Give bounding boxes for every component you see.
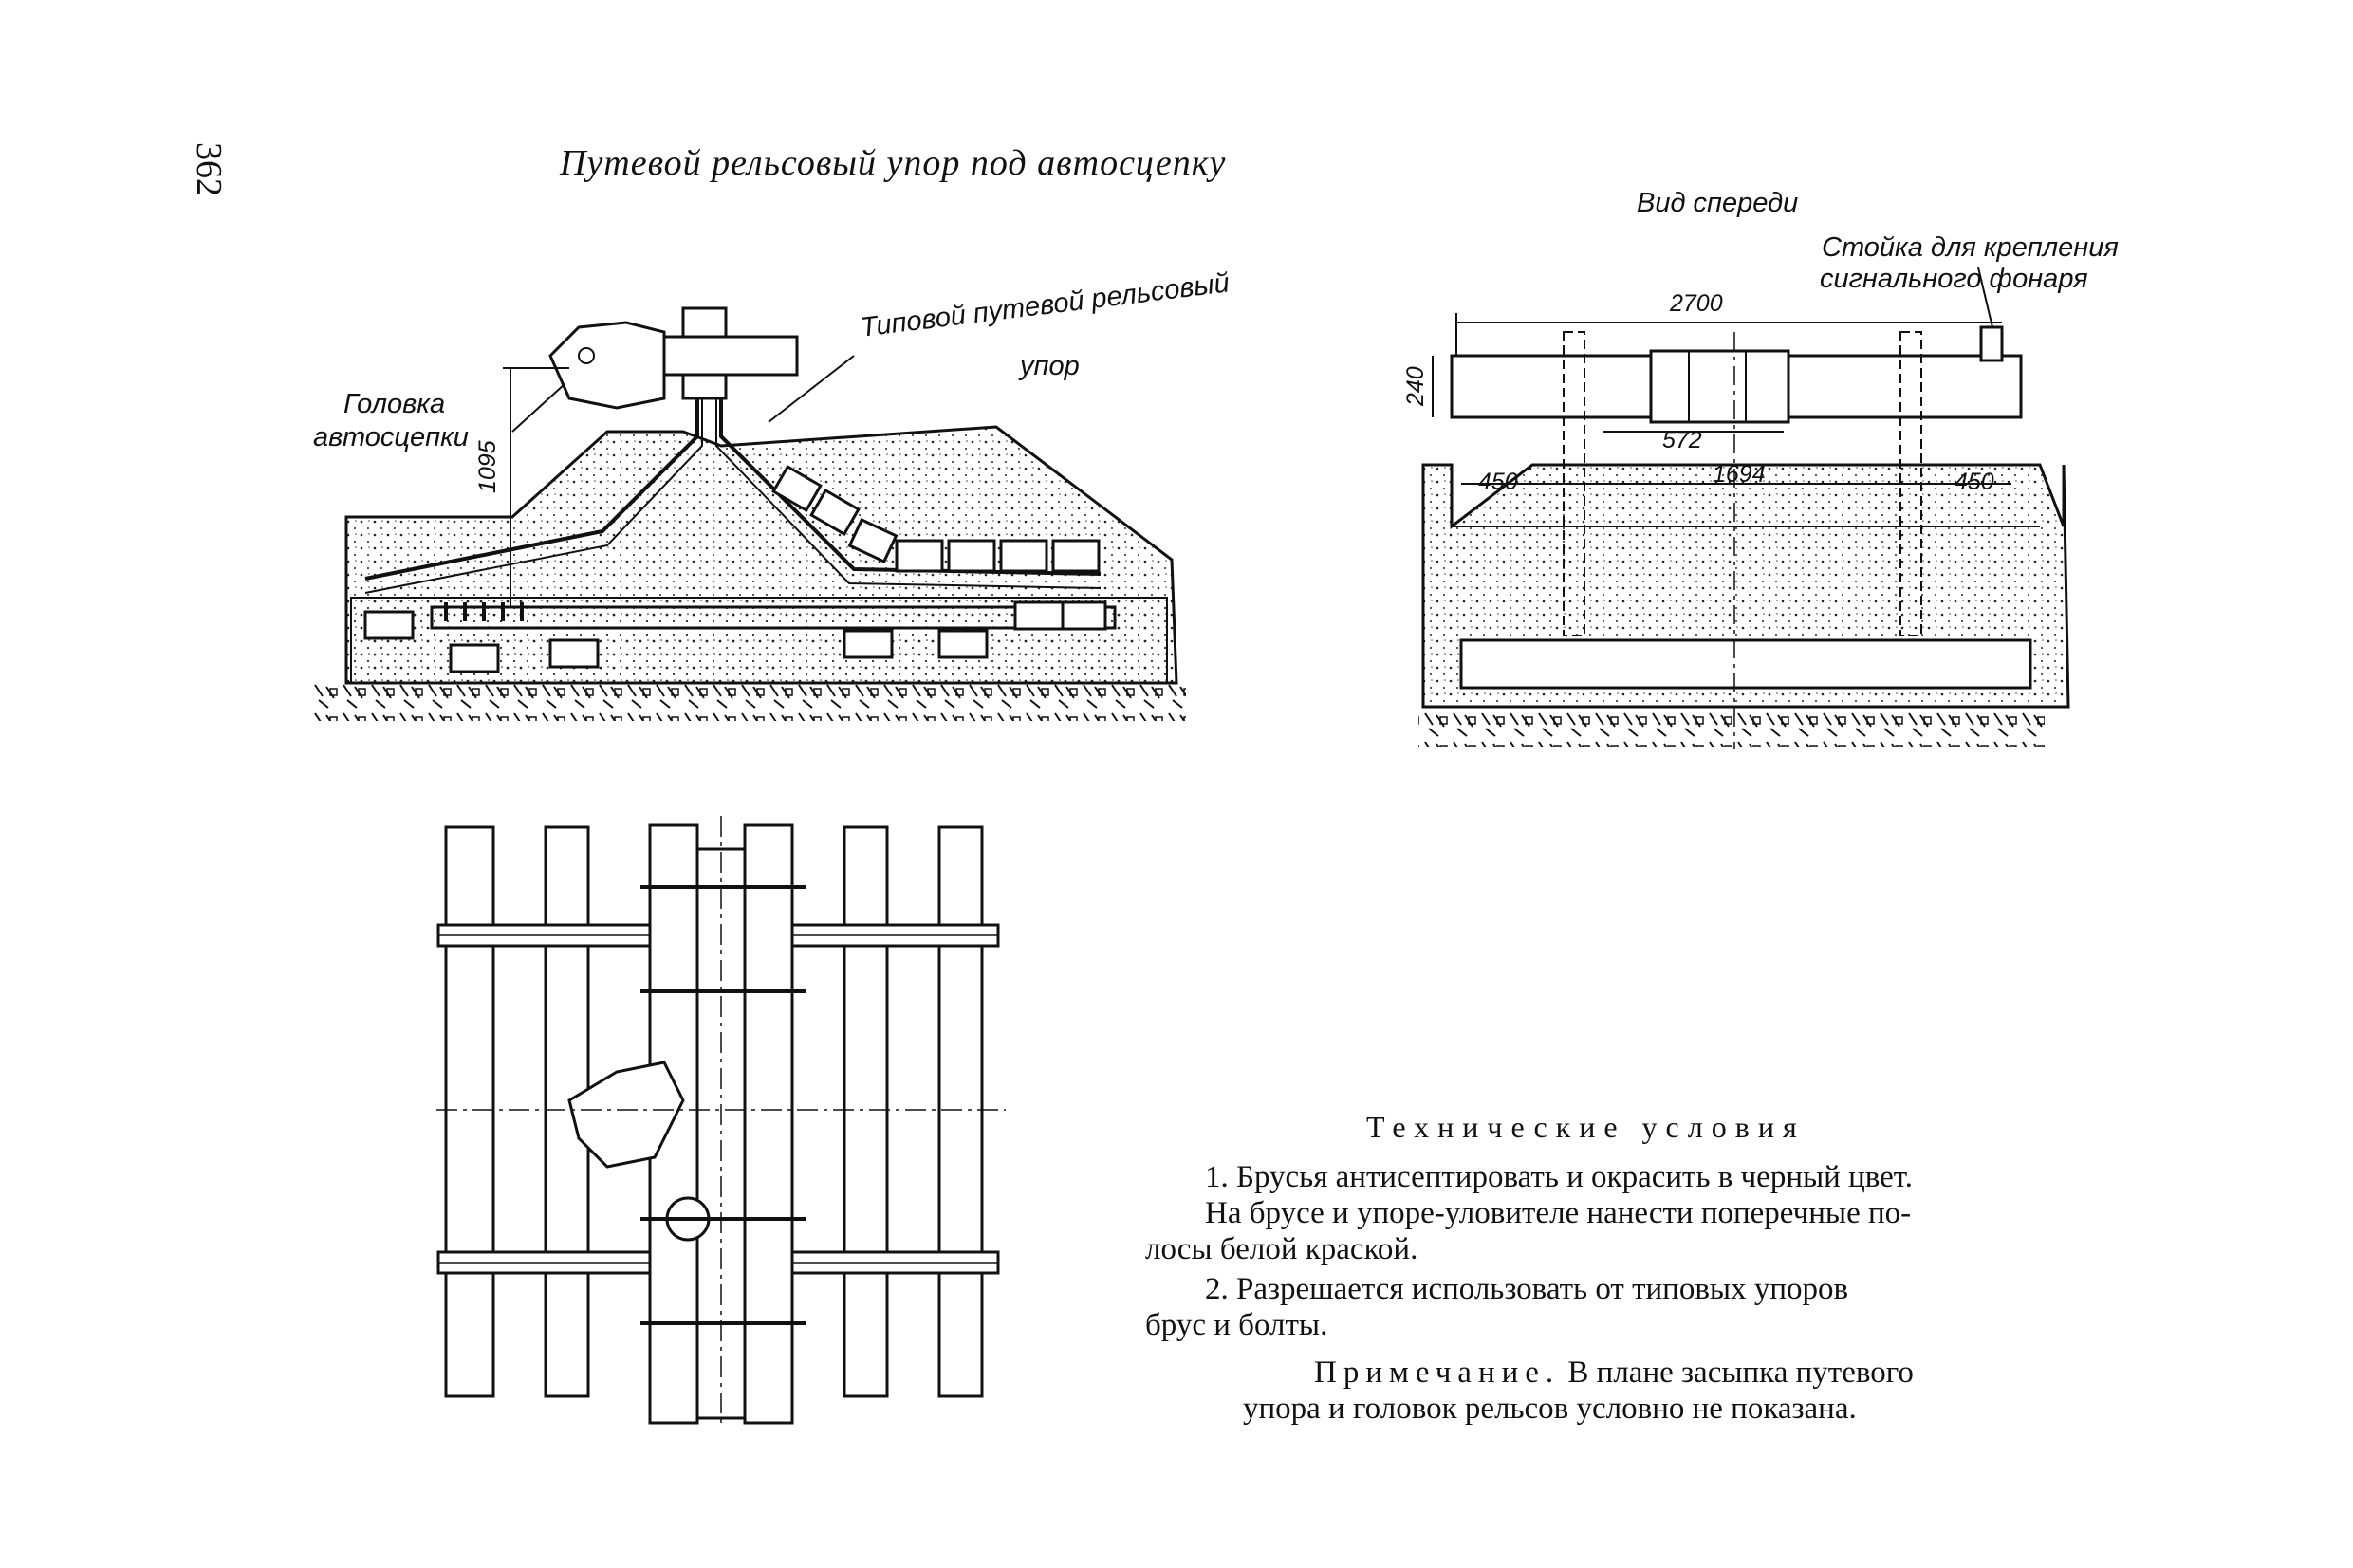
side-ground-hatch	[313, 681, 1186, 721]
front-view-title: Вид спереди	[1637, 188, 1799, 218]
side-view-drawing	[313, 306, 1186, 721]
dim-1694: 1694	[1713, 461, 1766, 488]
plan-beam-right	[743, 823, 794, 1425]
side-running-rail	[430, 605, 1117, 630]
side-coupler-head	[548, 321, 666, 410]
front-bottom-beam	[1459, 638, 2032, 690]
tech-item1-line1: 1. Брусья антисептировать и окрасить в ч…	[1205, 1160, 1913, 1194]
tech-note-line2: упора и головок рельсов условно не показ…	[1243, 1392, 1857, 1426]
side-bolts	[444, 602, 524, 621]
dim-450-left: 450	[1478, 469, 1518, 495]
dim-height-side: 1095	[474, 440, 501, 493]
tech-note-text1: В плане засыпка путевого	[1560, 1356, 1914, 1390]
dim-2700: 2700	[1670, 290, 1723, 317]
tech-note-line1: Примечание. В плане засыпка путевого	[1314, 1355, 2263, 1391]
label-post-line1: Стойка для крепления	[1822, 232, 2119, 263]
front-view-drawing	[1418, 267, 2070, 749]
leader-head	[511, 383, 565, 433]
side-stop-rail-left	[364, 394, 699, 581]
tech-conditions-heading: Технические условия	[1366, 1110, 1806, 1144]
tech-item2-line1: 2. Разрешается использовать от типовых у…	[1205, 1272, 1849, 1306]
leader-post	[1977, 267, 1993, 328]
front-ground-hatch	[1418, 707, 2045, 747]
plan-bolts	[640, 885, 806, 1325]
label-stop-line2: упор	[1020, 351, 1080, 381]
tech-note-word: Примечание.	[1314, 1356, 1561, 1390]
front-lantern-post	[1979, 325, 2004, 362]
tech-item2-line2: брус и болты.	[1145, 1308, 1328, 1342]
plan-coupler-head	[567, 1061, 685, 1169]
tech-item1-line3: лосы белой краской.	[1145, 1232, 1418, 1266]
label-coupler-head-line2: автосцепки	[313, 422, 469, 452]
page-title: Путевой рельсовый упор под автосцепку	[560, 143, 1227, 183]
dim-240: 240	[1402, 366, 1429, 406]
front-center-block	[1649, 349, 1790, 424]
plan-view-drawing	[436, 816, 1006, 1425]
label-coupler-head-line1: Головка	[343, 389, 446, 419]
label-post-line2: сигнального фонаря	[1820, 264, 2088, 294]
side-coupler-shank	[643, 335, 799, 377]
dim-450-right: 450	[1955, 469, 1994, 495]
leader-stop	[768, 355, 855, 423]
side-sleepers	[363, 464, 1107, 673]
tech-item1-line2: На брусе и упоре-уловителе нанести попер…	[1205, 1196, 1912, 1230]
dim-572: 572	[1662, 427, 1702, 453]
